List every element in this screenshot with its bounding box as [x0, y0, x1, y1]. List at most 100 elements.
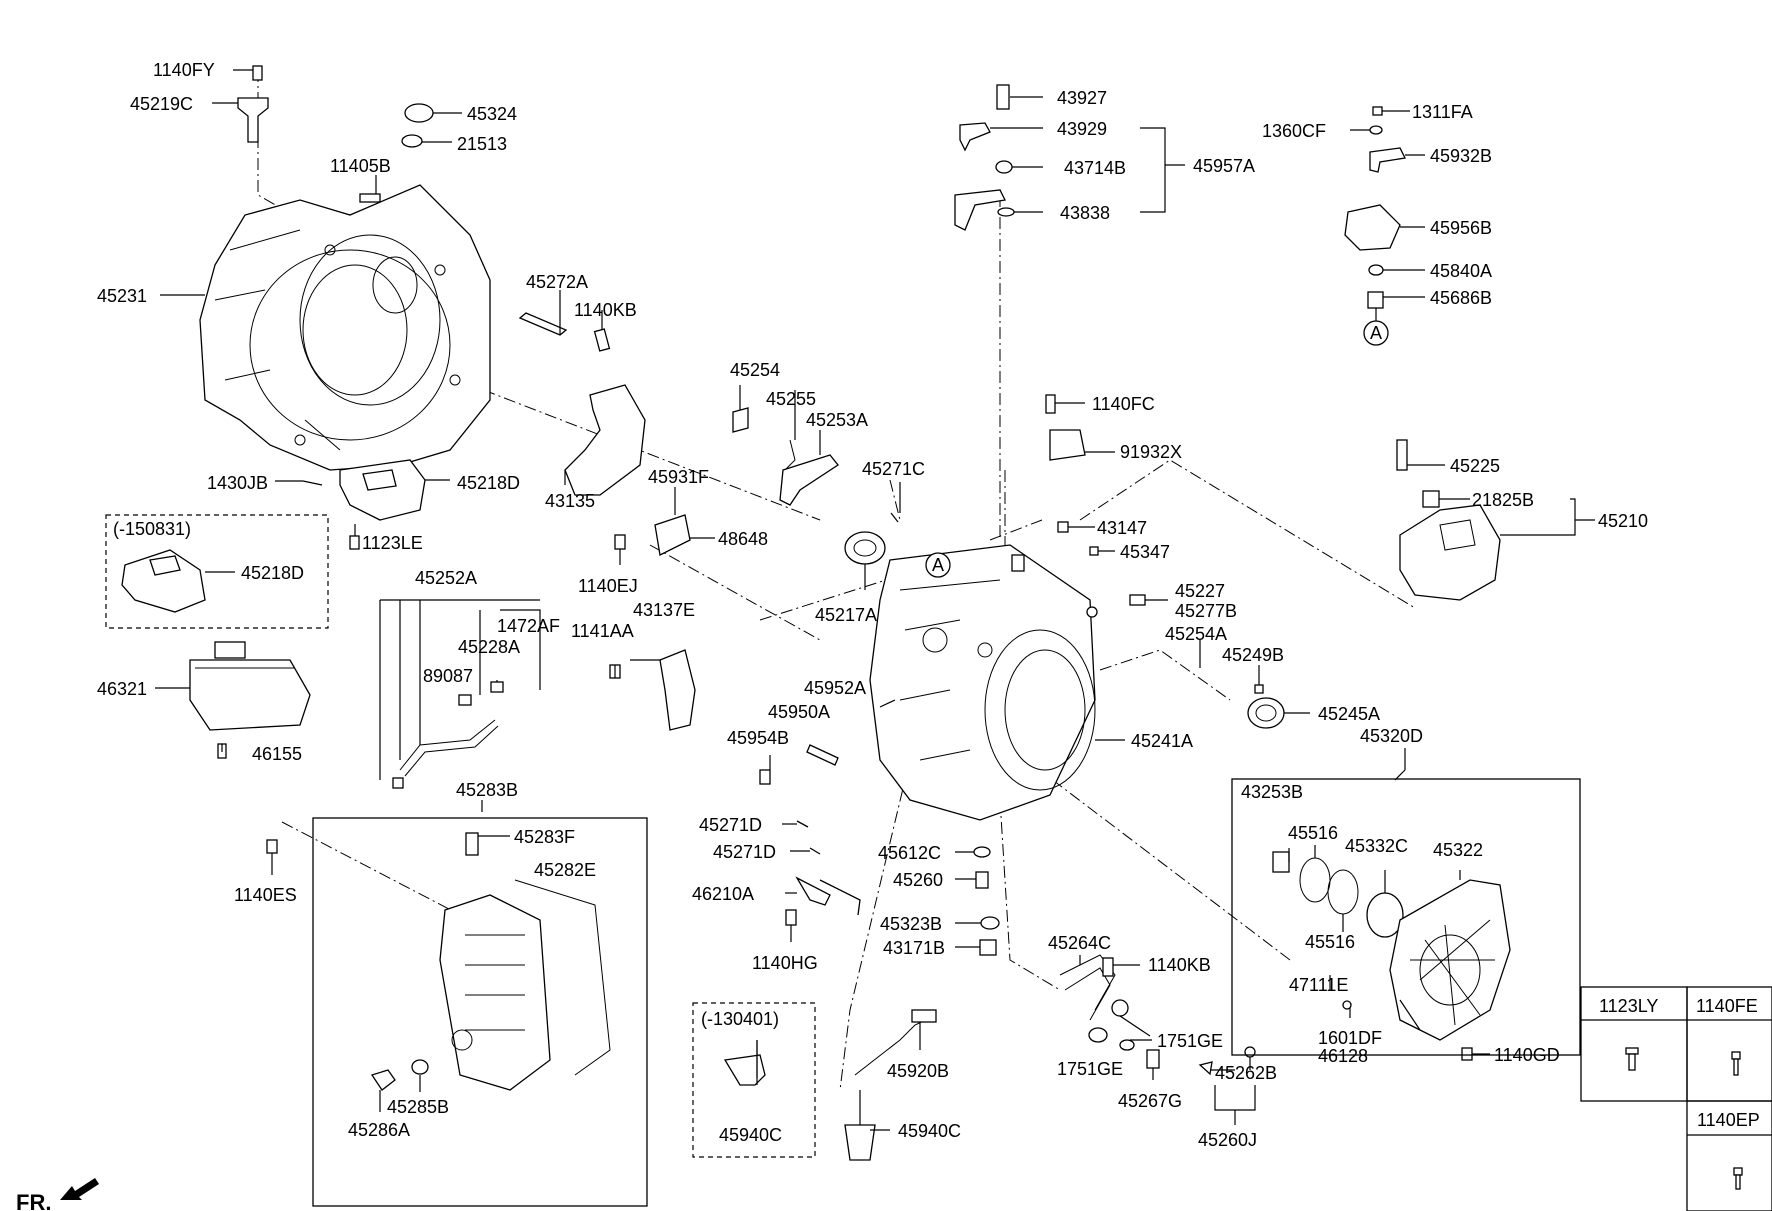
label-45255[interactable]: 45255: [766, 389, 816, 409]
label-45954B[interactable]: 45954B: [727, 728, 789, 748]
label-45252A[interactable]: 45252A: [415, 568, 477, 588]
label-46321[interactable]: 46321: [97, 679, 147, 699]
label-45254A[interactable]: 45254A: [1165, 624, 1227, 644]
label-1140HG[interactable]: 1140HG: [752, 953, 818, 973]
label-1601DF[interactable]: 1601DF: [1318, 1028, 1382, 1048]
label-45324[interactable]: 45324: [467, 104, 517, 124]
label-45218D-top[interactable]: 45218D: [457, 473, 520, 493]
label-45260[interactable]: 45260: [893, 870, 943, 890]
label-45271C[interactable]: 45271C: [862, 459, 925, 479]
label-45952A[interactable]: 45952A: [804, 678, 866, 698]
label-1430JB[interactable]: 1430JB: [207, 473, 268, 493]
label-45249B[interactable]: 45249B: [1222, 645, 1284, 665]
label-45940C-box[interactable]: 45940C: [719, 1125, 782, 1145]
parts-artwork: [121, 65, 1511, 1161]
label-45262B[interactable]: 45262B: [1215, 1063, 1277, 1083]
label-45286A[interactable]: 45286A: [348, 1120, 410, 1140]
label-45840A[interactable]: 45840A: [1430, 261, 1492, 281]
label-45283F[interactable]: 45283F: [514, 827, 575, 847]
label-11405B[interactable]: 11405B: [330, 156, 391, 176]
label-1140KB-top[interactable]: 1140KB: [574, 300, 637, 320]
label-45516-lower[interactable]: 45516: [1305, 932, 1355, 952]
label-45920B[interactable]: 45920B: [887, 1061, 949, 1081]
label-45218D-box[interactable]: 45218D: [241, 563, 304, 583]
label-48648[interactable]: 48648: [718, 529, 768, 549]
label-45950A[interactable]: 45950A: [768, 702, 830, 722]
label-43253B[interactable]: 43253B: [1241, 782, 1303, 802]
label-89087[interactable]: 89087: [423, 666, 473, 686]
label-1123LE[interactable]: 1123LE: [362, 533, 423, 553]
label-43927[interactable]: 43927: [1057, 88, 1107, 108]
label-45264C[interactable]: 45264C: [1048, 933, 1111, 953]
label-45253A[interactable]: 45253A: [806, 410, 868, 430]
label-45231[interactable]: 45231: [97, 286, 147, 306]
label-45282E[interactable]: 45282E: [534, 860, 596, 880]
label-45219C[interactable]: 45219C: [130, 94, 193, 114]
label-45285B[interactable]: 45285B: [387, 1097, 449, 1117]
label-1360CF[interactable]: 1360CF: [1262, 121, 1326, 141]
label-45956B[interactable]: 45956B: [1430, 218, 1492, 238]
label-45332C[interactable]: 45332C: [1345, 836, 1408, 856]
label-1140FY[interactable]: 1140FY: [153, 60, 215, 80]
label-45272A[interactable]: 45272A: [526, 272, 588, 292]
label-43147[interactable]: 43147: [1097, 518, 1147, 538]
label-1140KB-mid[interactable]: 1140KB: [1148, 955, 1211, 975]
label-45940C[interactable]: 45940C: [898, 1121, 961, 1141]
label-1140GD[interactable]: 1140GD: [1494, 1045, 1560, 1065]
label-1472AF[interactable]: 1472AF: [497, 616, 560, 636]
rear-cover-group-box: [1231, 778, 1581, 1056]
label-45516-upper[interactable]: 45516: [1288, 823, 1338, 843]
label-45210[interactable]: 45210: [1598, 511, 1648, 531]
label-21825B[interactable]: 21825B: [1472, 490, 1534, 510]
label-43838[interactable]: 43838: [1060, 203, 1110, 223]
label-45323B[interactable]: 45323B: [880, 914, 942, 934]
label-45277B[interactable]: 45277B: [1175, 601, 1237, 621]
label-45271D-upper[interactable]: 45271D: [699, 815, 762, 835]
oil-pan-group-box: [312, 817, 648, 1207]
label-45283B[interactable]: 45283B: [456, 780, 518, 800]
label-45957A[interactable]: 45957A: [1193, 156, 1255, 176]
label-45245A[interactable]: 45245A: [1318, 704, 1380, 724]
label-1751GE-right[interactable]: 1751GE: [1157, 1031, 1223, 1051]
label-45931F[interactable]: 45931F: [648, 467, 709, 487]
label-47111E[interactable]: 47111E: [1289, 975, 1348, 995]
label-45322[interactable]: 45322: [1433, 840, 1483, 860]
label-45241A[interactable]: 45241A: [1131, 731, 1193, 751]
label-45612C[interactable]: 45612C: [878, 843, 941, 863]
label-45228A[interactable]: 45228A: [458, 637, 520, 657]
label-43929[interactable]: 43929: [1057, 119, 1107, 139]
label-45320D[interactable]: 45320D: [1360, 726, 1423, 746]
label-45686B[interactable]: 45686B: [1430, 288, 1492, 308]
label-1140FC[interactable]: 1140FC: [1092, 394, 1155, 414]
label-45217A[interactable]: 45217A: [815, 605, 877, 625]
label-46155[interactable]: 46155: [252, 744, 302, 764]
label-91932X[interactable]: 91932X: [1120, 442, 1182, 462]
reference-marker-a-top-letter: A: [1370, 323, 1382, 343]
label-1751GE-left[interactable]: 1751GE: [1057, 1059, 1123, 1079]
label-43135[interactable]: 43135: [545, 491, 595, 511]
label-45267G[interactable]: 45267G: [1118, 1091, 1182, 1111]
label-1141AA[interactable]: 1141AA: [571, 621, 634, 641]
label-variant-150831[interactable]: (-150831): [113, 519, 191, 539]
variant-box-130401: [692, 1002, 816, 1158]
label-1140ES[interactable]: 1140ES: [234, 885, 297, 905]
label-46128[interactable]: 46128: [1318, 1046, 1368, 1066]
label-43714B[interactable]: 43714B: [1064, 158, 1126, 178]
label-45254[interactable]: 45254: [730, 360, 780, 380]
label-43171B[interactable]: 43171B: [883, 938, 945, 958]
label-variant-130401[interactable]: (-130401): [701, 1009, 779, 1029]
label-1140EJ[interactable]: 1140EJ: [578, 576, 638, 596]
label-45271D-lower[interactable]: 45271D: [713, 842, 776, 862]
label-43137E[interactable]: 43137E: [633, 600, 695, 620]
label-46210A[interactable]: 46210A: [692, 884, 754, 904]
label-45225[interactable]: 45225: [1450, 456, 1500, 476]
converter-housing-45231: [199, 184, 491, 471]
legend-header-1123LY: 1123LY: [1599, 996, 1658, 1016]
label-45347[interactable]: 45347: [1120, 542, 1170, 562]
label-1311FA[interactable]: 1311FA: [1412, 102, 1473, 122]
label-21513[interactable]: 21513: [457, 134, 507, 154]
label-45932B[interactable]: 45932B: [1430, 146, 1492, 166]
label-45260J[interactable]: 45260J: [1198, 1130, 1257, 1150]
label-45227[interactable]: 45227: [1175, 581, 1225, 601]
